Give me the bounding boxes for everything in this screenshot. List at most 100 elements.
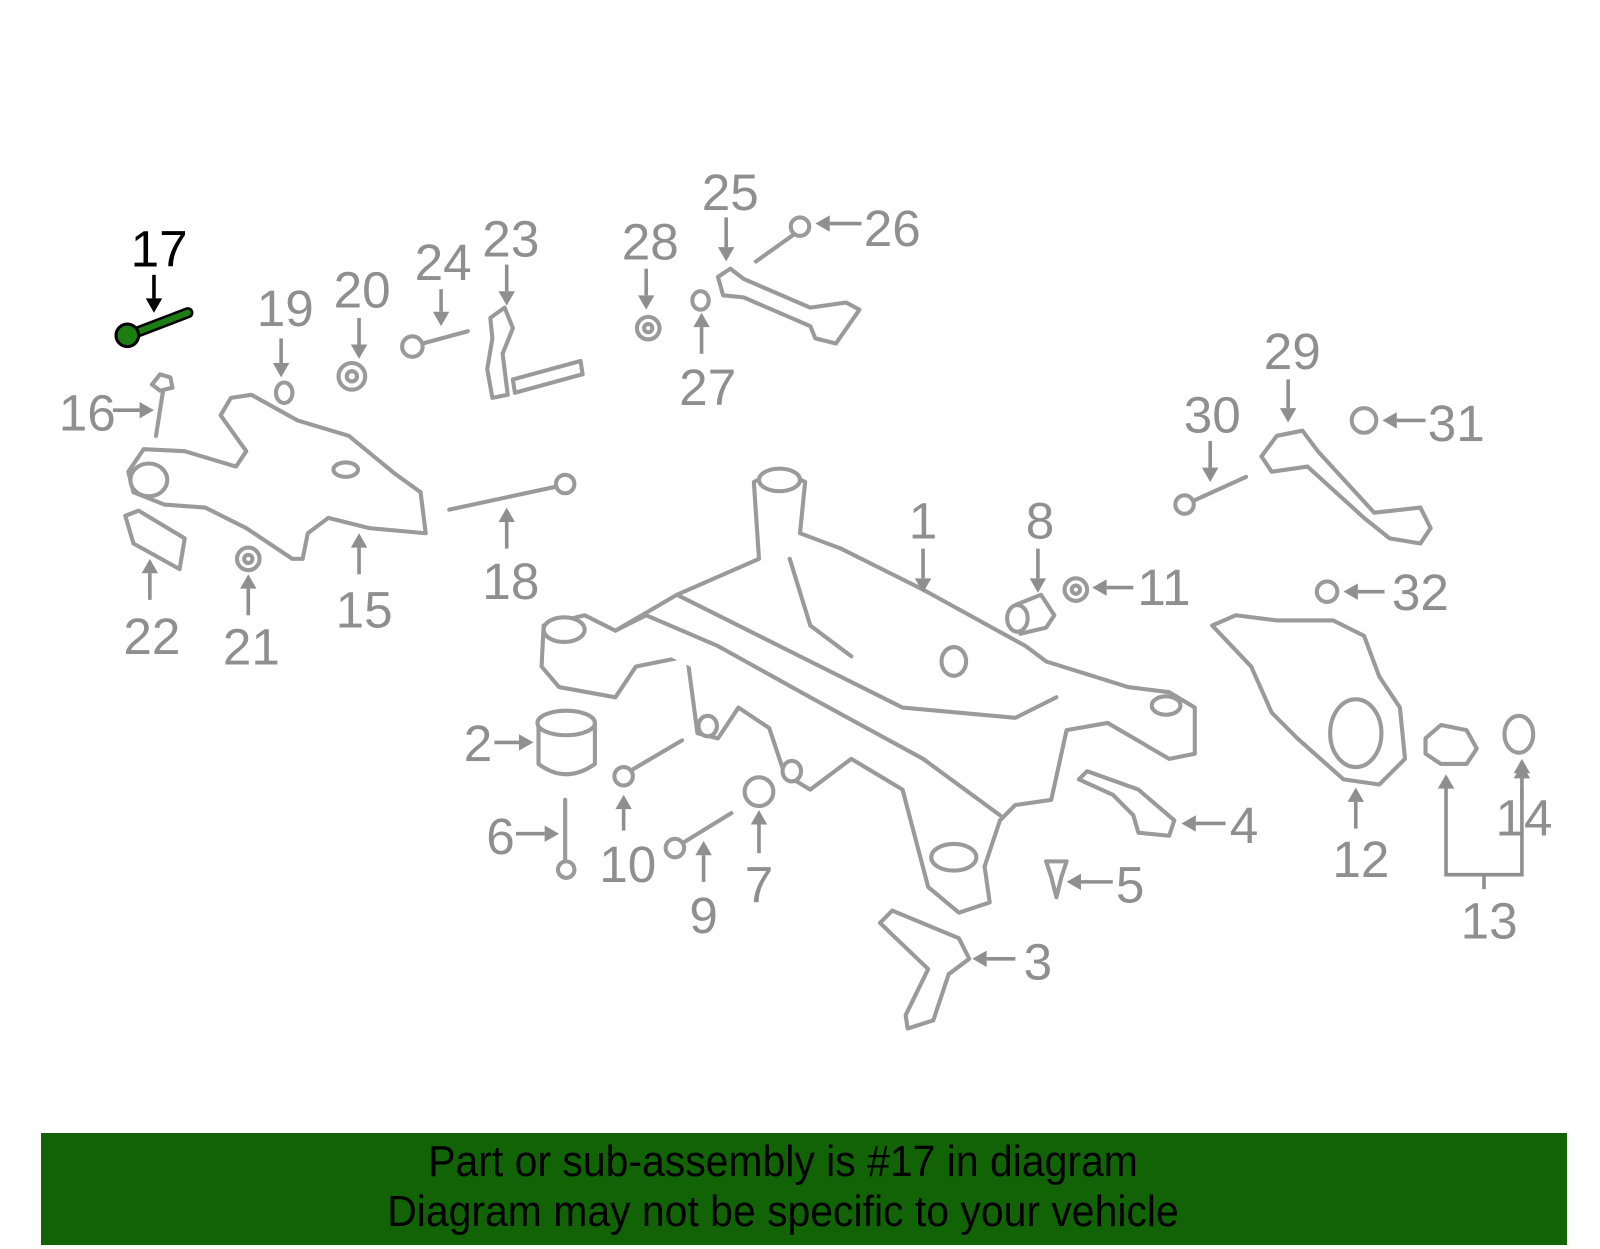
arrowhead <box>240 574 257 589</box>
callout-label[interactable]: 4 <box>1230 797 1259 854</box>
banner-line-2: Diagram may not be specific to your vehi… <box>387 1187 1179 1236</box>
callout-9[interactable]: 9 <box>689 840 718 944</box>
callout-11[interactable]: 11 <box>1092 559 1191 616</box>
arrowhead <box>695 840 712 856</box>
callout-30[interactable]: 30 <box>1184 387 1241 482</box>
arrowhead <box>544 825 560 842</box>
callout-14[interactable]: 14 <box>1495 758 1552 847</box>
arrowhead <box>1029 578 1047 593</box>
arrowhead <box>1382 412 1397 429</box>
arrowhead <box>350 344 368 359</box>
arrowhead <box>717 247 735 262</box>
arrowhead <box>432 311 450 327</box>
arrowhead <box>750 810 768 825</box>
arrowhead <box>615 794 632 810</box>
arrowhead <box>145 298 163 313</box>
callout-32[interactable]: 32 <box>1343 564 1449 621</box>
arrowhead <box>815 215 830 232</box>
arrowhead <box>272 363 290 378</box>
callout-29[interactable]: 29 <box>1264 323 1321 423</box>
arrowhead <box>139 401 154 419</box>
callout-3[interactable]: 3 <box>972 933 1052 990</box>
callout-bracket <box>1444 787 1524 890</box>
arrowhead <box>519 734 534 751</box>
callout-label[interactable]: 20 <box>334 262 391 319</box>
callout-label[interactable]: 27 <box>679 359 736 416</box>
arrowhead <box>350 533 368 548</box>
callout-10[interactable]: 10 <box>599 794 656 893</box>
callout-label[interactable]: 21 <box>223 618 280 675</box>
callout-label[interactable]: 24 <box>415 234 472 291</box>
callout-26[interactable]: 26 <box>815 200 921 257</box>
callout-19[interactable]: 19 <box>257 280 314 378</box>
callout-label[interactable]: 10 <box>599 836 656 893</box>
arrowhead <box>972 950 987 968</box>
callout-17[interactable]: 17 <box>131 221 188 313</box>
callout-label[interactable]: 2 <box>464 715 493 772</box>
callout-label[interactable]: 25 <box>702 164 759 221</box>
arrowhead <box>1181 815 1196 832</box>
arrowhead <box>498 507 515 522</box>
callout-4[interactable]: 4 <box>1181 797 1258 854</box>
arrowhead <box>1437 774 1455 789</box>
arrowhead <box>1092 579 1107 596</box>
callout-label[interactable]: 9 <box>689 887 718 944</box>
callout-12[interactable]: 12 <box>1332 787 1389 888</box>
callout-label[interactable]: 3 <box>1024 933 1053 990</box>
callout-24[interactable]: 24 <box>415 234 472 327</box>
callout-18[interactable]: 18 <box>482 507 539 610</box>
callout-5[interactable]: 5 <box>1066 856 1145 913</box>
callout-7[interactable]: 7 <box>745 810 774 913</box>
callout-label[interactable]: 11 <box>1137 559 1190 616</box>
callout-16[interactable]: 16 <box>59 385 154 442</box>
callout-31[interactable]: 31 <box>1382 395 1485 452</box>
arrowhead <box>1066 873 1081 891</box>
callout-label[interactable]: 17 <box>131 221 188 278</box>
arrowhead <box>914 578 932 593</box>
callout-label[interactable]: 1 <box>909 492 938 549</box>
arrowhead <box>693 312 710 328</box>
callout-label[interactable]: 16 <box>59 385 116 442</box>
callout-label[interactable]: 23 <box>482 210 539 267</box>
callout-label[interactable]: 15 <box>336 582 393 639</box>
callout-label[interactable]: 6 <box>486 808 515 865</box>
callout-label[interactable]: 5 <box>1116 856 1145 913</box>
callout-label[interactable]: 30 <box>1184 387 1241 444</box>
callout-label[interactable]: 29 <box>1264 323 1321 380</box>
arrowhead <box>498 291 515 306</box>
callout-label[interactable]: 8 <box>1026 492 1055 549</box>
callout-label[interactable]: 13 <box>1461 892 1518 949</box>
callout-label[interactable]: 19 <box>257 280 314 337</box>
callout-25[interactable]: 25 <box>702 164 759 262</box>
callout-6[interactable]: 6 <box>486 808 560 865</box>
callout-27[interactable]: 27 <box>679 312 736 416</box>
arrowhead <box>1513 758 1531 774</box>
part-17-bolt[interactable] <box>114 307 194 349</box>
arrowhead <box>1201 467 1219 482</box>
part-lower-arm[interactable] <box>126 392 428 561</box>
callout-label[interactable]: 18 <box>482 553 539 610</box>
callout-1[interactable]: 1 <box>909 492 938 593</box>
callout-15[interactable]: 15 <box>336 533 393 639</box>
info-banner: Part or sub-assembly is #17 in diagram D… <box>41 1133 1567 1245</box>
callout-2[interactable]: 2 <box>464 715 534 772</box>
callout-13[interactable]: 13 <box>1437 763 1531 949</box>
callout-21[interactable]: 21 <box>223 574 280 675</box>
callout-23[interactable]: 23 <box>482 210 539 306</box>
callout-label[interactable]: 7 <box>745 856 774 913</box>
callout-label[interactable]: 28 <box>622 213 679 270</box>
callout-label[interactable]: 31 <box>1428 395 1485 452</box>
arrowhead <box>1343 583 1358 600</box>
callout-label[interactable]: 22 <box>123 608 180 665</box>
callout-22[interactable]: 22 <box>123 558 180 665</box>
callout-28[interactable]: 28 <box>622 213 679 310</box>
callout-20[interactable]: 20 <box>334 262 391 359</box>
callout-label[interactable]: 32 <box>1392 564 1449 621</box>
callout-label[interactable]: 26 <box>864 200 921 257</box>
callout-label[interactable]: 12 <box>1332 831 1389 888</box>
banner-line-1: Part or sub-assembly is #17 in diagram <box>428 1137 1138 1186</box>
callout-8[interactable]: 8 <box>1026 492 1055 593</box>
callout-label[interactable]: 14 <box>1495 790 1552 847</box>
